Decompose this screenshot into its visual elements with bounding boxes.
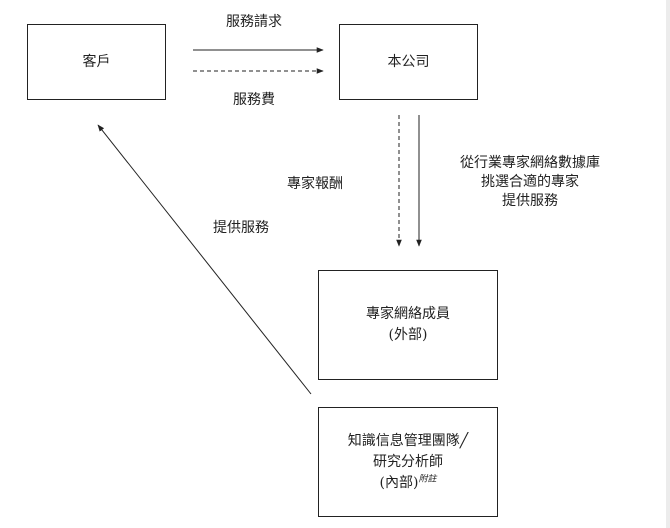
note-marker: 附註 (418, 473, 437, 484)
service-fee-label: 服務費 (233, 92, 275, 108)
company-label: 本公司 (387, 53, 430, 70)
select-expert-label: 從行業專家網絡數據庫 挑選合適的專家 提供服務 (446, 154, 614, 211)
research-team-label-line3: (內部)附註 (380, 473, 437, 494)
select-expert-line1: 從行業專家網絡數據庫 (460, 155, 600, 171)
network-members-sublabel: (外部) (388, 327, 428, 343)
select-expert-line2: 挑選合適的專家 (481, 174, 579, 190)
client-label: 客戶 (82, 53, 111, 70)
service-request-label: 服務請求 (226, 14, 282, 30)
page-edge (666, 0, 670, 528)
research-team-box: 知識信息管理團隊╱ 研究分析師 (內部)附註 (318, 407, 498, 517)
client-box: 客戶 (27, 24, 166, 100)
company-box: 本公司 (339, 24, 478, 100)
research-team-label-line1: 知識信息管理團隊╱ (347, 432, 469, 449)
provide-service-arrow (97, 124, 312, 395)
expert-fee-label: 專家報酬 (287, 176, 343, 192)
network-members-label: 專家網絡成員 (366, 306, 450, 322)
research-team-label-line2: 研究分析師 (373, 453, 443, 470)
network-members-box: 專家網絡成員 (外部) (318, 270, 498, 380)
select-expert-line3: 提供服務 (502, 193, 558, 209)
research-team-internal: (內部) (379, 474, 419, 491)
provide-service-label: 提供服務 (213, 220, 269, 236)
